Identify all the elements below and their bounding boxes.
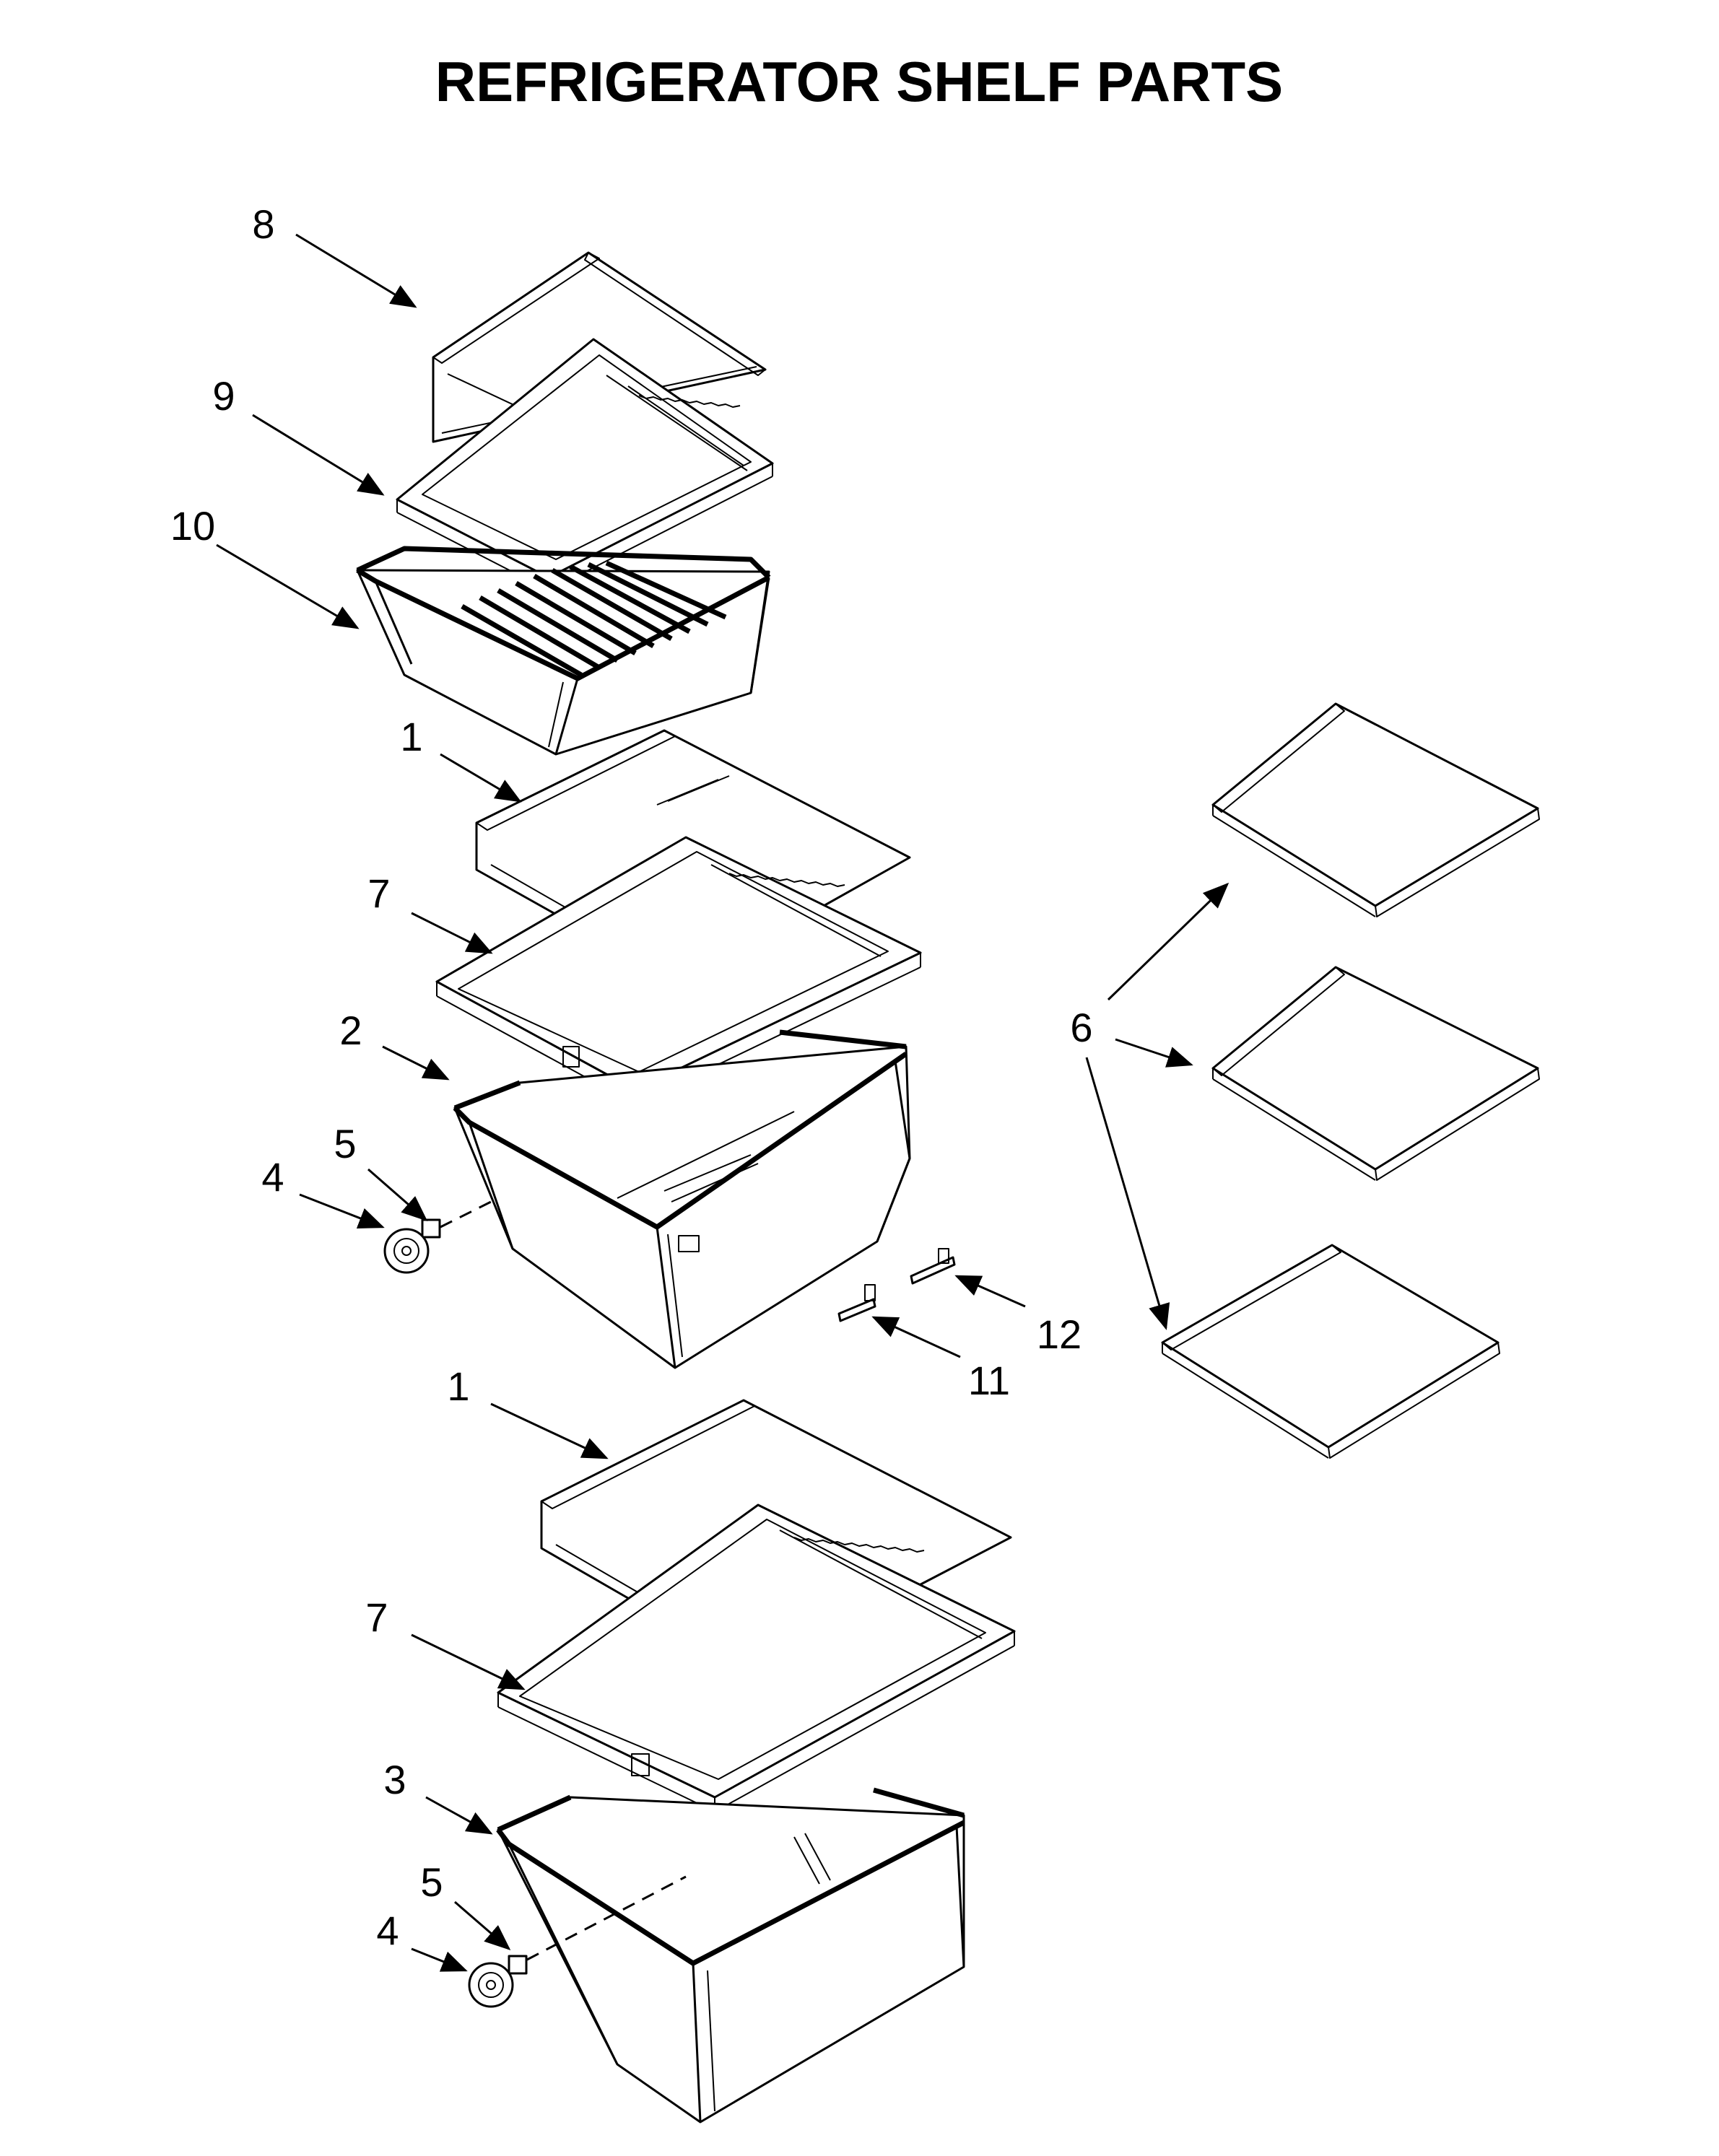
callout-10: 10 [170,503,215,549]
leader-lines [216,233,1230,1972]
part-11-bracket [837,1284,876,1322]
diagram-title: REFRIGERATOR SHELF PARTS [435,50,1283,113]
callout-7-upper: 7 [367,870,390,916]
part-4-knob-upper [383,1228,430,1274]
callout-4-lower: 4 [376,1908,399,1953]
callout-2: 2 [339,1008,362,1053]
callout-5-lower: 5 [420,1859,443,1905]
part-6-glass-shelf-top [1211,702,1540,917]
knob-upper-alignment-line [440,1197,499,1228]
deli-pan-ribs [461,560,727,678]
part-12-bracket [910,1248,956,1285]
part-5-fastener-upper [421,1218,441,1239]
part-2-crisper-pan [453,1029,911,1369]
part-6-glass-shelf-bottom [1161,1244,1500,1459]
callout-1-upper: 1 [400,714,422,759]
callout-3: 3 [383,1757,406,1802]
callout-9: 9 [212,373,235,419]
callout-7-lower: 7 [365,1594,388,1640]
callout-labels: 8 9 10 1 7 2 5 4 6 12 11 1 7 3 5 4 [170,201,1093,1953]
callout-11: 11 [968,1358,1010,1403]
callout-8: 8 [252,201,274,247]
callout-6: 6 [1070,1005,1092,1050]
part-7-shelf-frame-lower [497,1503,1016,1812]
part-4-knob-lower [468,1962,514,2008]
callout-5-upper: 5 [334,1121,356,1166]
knob-lower-alignment-line [526,1875,687,1961]
part-9-shelf-frame [396,338,774,591]
part-6-glass-shelf-middle [1211,966,1540,1181]
callout-4-upper: 4 [261,1154,284,1200]
part-5-fastener-lower [508,1955,528,1975]
callout-1-lower: 1 [447,1363,469,1409]
callout-12: 12 [1037,1312,1082,1357]
part-3-crisper-pan [496,1787,965,2124]
part-10-deli-pan [356,546,771,756]
